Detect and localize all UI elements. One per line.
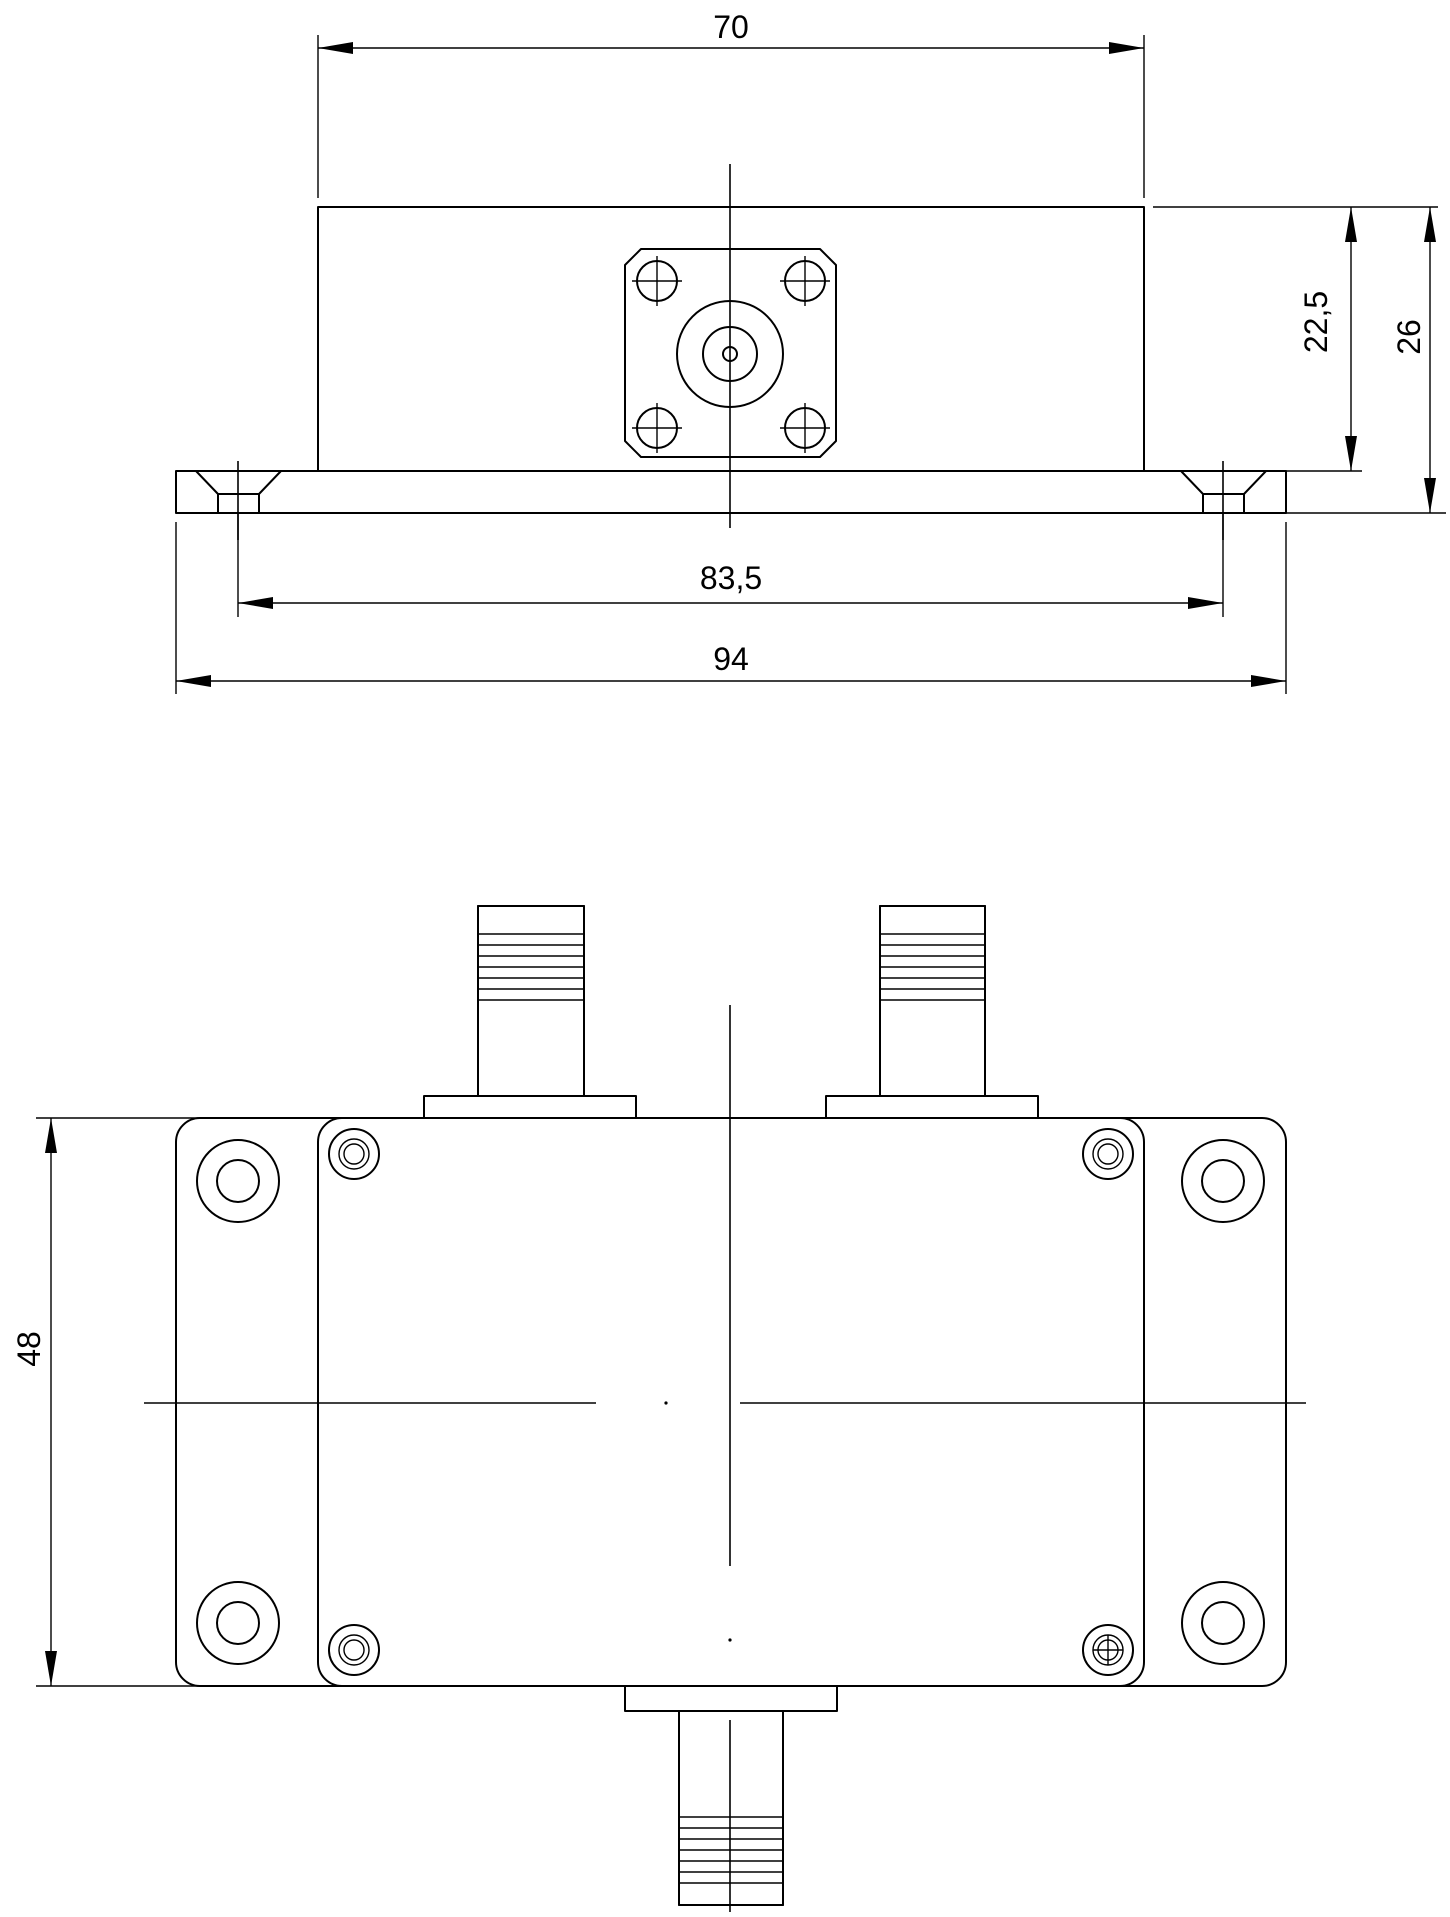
dimension-label: 83,5 <box>700 560 762 596</box>
mounting-hole-icon <box>1181 1581 1265 1665</box>
dimension-top-width: 70 <box>317 9 1145 198</box>
flange-bolt-icon <box>632 403 682 453</box>
connector-top-right <box>879 905 986 1097</box>
center-mark <box>728 1638 732 1642</box>
dimension-label: 70 <box>713 9 749 45</box>
flange-bolt-icon <box>632 256 682 306</box>
base-plate <box>175 470 1287 514</box>
connector-flange-top-left <box>423 1095 637 1119</box>
dimension-total-height: 26 <box>1286 207 1446 514</box>
connector-bottom <box>678 1710 784 1906</box>
dimension-label: 48 <box>11 1331 47 1367</box>
connector-flange-top-right <box>825 1095 1039 1119</box>
center-mark <box>664 1401 668 1405</box>
dimension-hole-spacing: 83,5 <box>237 513 1224 617</box>
lid-screw-icon <box>1082 1128 1134 1180</box>
dimension-label: 22,5 <box>1298 291 1334 353</box>
housing-body <box>317 206 1145 472</box>
dimension-label: 94 <box>713 641 749 677</box>
front-view: 70 22,5 26 83,5 <box>175 9 1446 694</box>
lid-screw-icon <box>328 1128 380 1180</box>
dimension-plan-height: 48 <box>11 1117 200 1687</box>
flange-bolt-icon <box>780 403 830 453</box>
connector-top-left <box>477 905 585 1097</box>
flange-bolt-icon <box>780 256 830 306</box>
mounting-hole-icon <box>196 1581 280 1665</box>
lid-screw-icon <box>1082 1624 1134 1676</box>
dimension-inner-height: 22,5 <box>1144 206 1438 472</box>
lid-screw-icon <box>328 1624 380 1676</box>
housing-plan <box>317 1117 1145 1687</box>
dimension-base-width: 94 <box>175 522 1287 694</box>
connector-flange-bottom <box>624 1685 838 1712</box>
dimension-label: 26 <box>1391 319 1427 355</box>
plan-view: 48 <box>11 905 1306 1912</box>
base-plate-plan <box>175 1117 1287 1687</box>
mounting-hole-icon <box>1181 1139 1265 1223</box>
mounting-hole-icon <box>196 1139 280 1223</box>
